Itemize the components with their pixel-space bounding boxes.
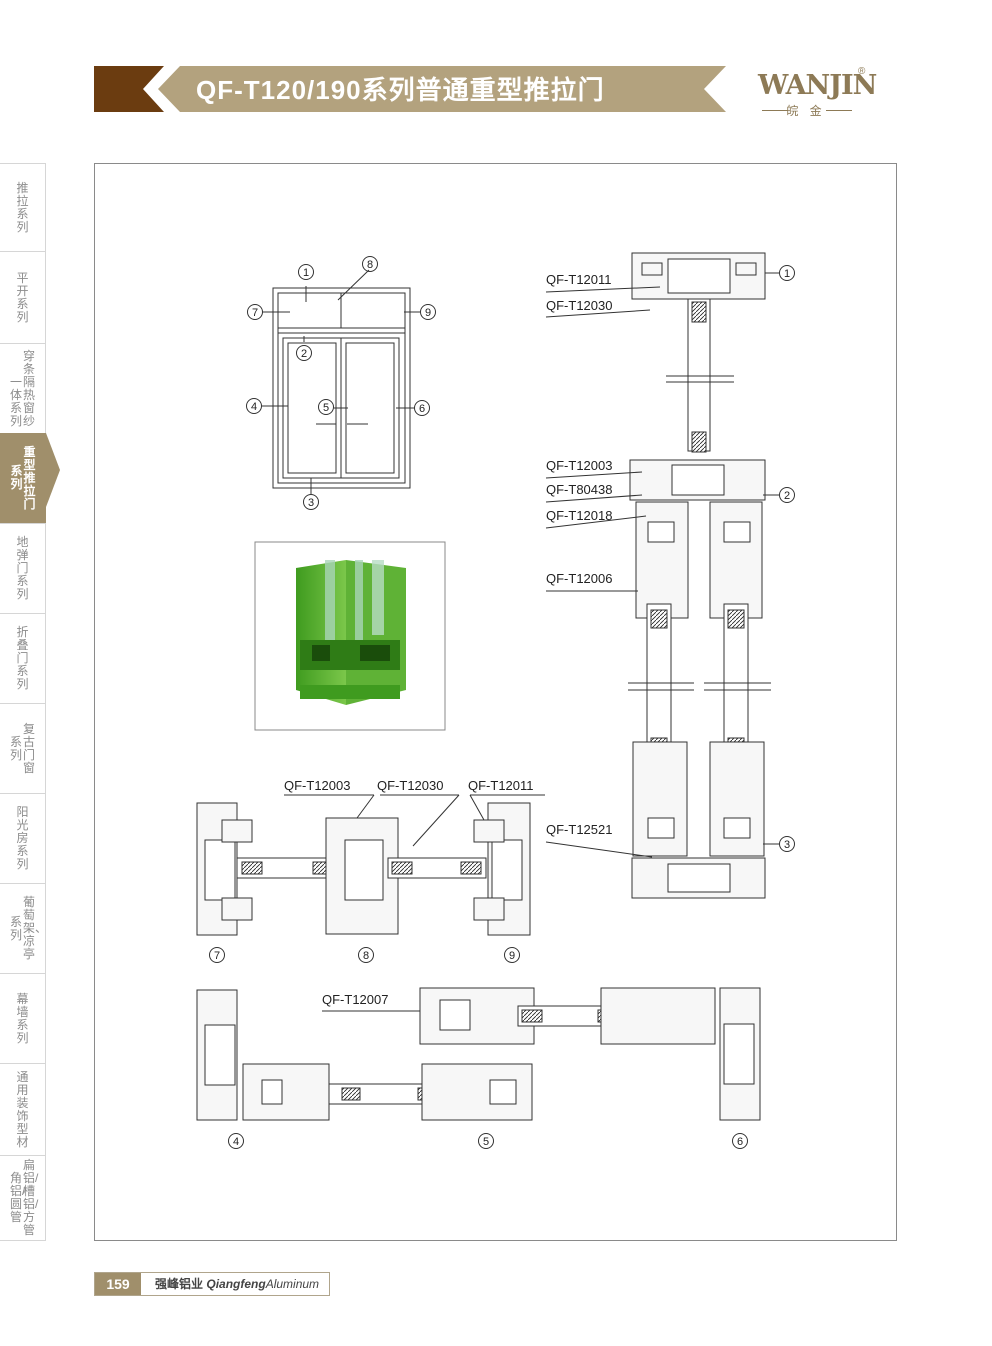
logo-rule-left [762, 110, 788, 111]
header-banner [158, 66, 726, 112]
nav-label: 平开系列 [16, 270, 29, 324]
profile-label: QF-T12018 [546, 508, 613, 523]
profile-label: QF-T12007 [322, 992, 389, 1007]
section-marker-5: 5 [478, 1133, 494, 1149]
nav-label: 系列 [10, 734, 23, 762]
nav-item-pergola[interactable]: 葡萄架、凉亭 系列 [0, 883, 47, 973]
profile-label: QF-T12011 [546, 272, 612, 287]
section-marker-9: 9 [504, 947, 520, 963]
nav-label: 阳光房系列 [16, 805, 29, 871]
profile-label: QF-T12003 [284, 778, 351, 793]
footer-brand: 强峰铝业 QiangfengAluminum [155, 1273, 319, 1295]
logo-wordmark: WANJIN [758, 70, 877, 101]
logo-chinese: 皖 金 [786, 104, 826, 118]
section-marker-2: 2 [779, 487, 795, 503]
horizontal-section-bottom [196, 987, 761, 1121]
section-marker-6: 6 [732, 1133, 748, 1149]
marker-1: 1 [298, 264, 314, 280]
section-marker-7: 7 [209, 947, 225, 963]
nav-label: 通用装饰型材 [16, 1069, 29, 1149]
section-marker-1: 1 [779, 265, 795, 281]
marker-5: 5 [318, 399, 334, 415]
nav-label: 扁铝/槽铝/方管 [23, 1158, 39, 1237]
profile-label: QF-T12521 [546, 822, 613, 837]
nav-item-flat-channel-tube[interactable]: 扁铝/槽铝/方管 角铝/圆管 [0, 1155, 46, 1241]
marker-3: 3 [303, 494, 319, 510]
marker-4: 4 [246, 398, 262, 414]
marker-9: 9 [420, 304, 436, 320]
nav-label: 复古门窗 [23, 721, 36, 775]
nav-item-sunroom[interactable]: 阳光房系列 [0, 793, 46, 883]
marker-6: 6 [414, 400, 430, 416]
nav-label: 地弹门系列 [16, 535, 29, 601]
nav-item-floor-spring-door[interactable]: 地弹门系列 [0, 523, 46, 613]
content-frame [94, 163, 897, 1241]
nav-active-arrow [46, 433, 60, 507]
marker-8: 8 [362, 256, 378, 272]
logo-registered-mark: ® [858, 66, 866, 77]
profile-3d-render [254, 541, 446, 731]
profile-label: QF-T12030 [377, 778, 444, 793]
nav-item-sliding[interactable]: 推拉系列 [0, 163, 46, 251]
profile-label: QF-T80438 [546, 482, 613, 497]
nav-item-curtain-wall[interactable]: 幕墙系列 [0, 973, 46, 1063]
nav-label: 重型推拉门 [23, 444, 36, 511]
page-title: QF-T120/190系列普通重型推拉门 [196, 75, 605, 105]
section-marker-8: 8 [358, 947, 374, 963]
nav-item-thermal-screen[interactable]: 穿条隔热窗纱 一体系列 [0, 343, 46, 433]
nav-label: 系列 [10, 464, 23, 491]
brand-chinese: 强峰铝业 [155, 1277, 204, 1291]
profile-label: QF-T12006 [546, 571, 613, 586]
nav-label: 角铝/圆管 [10, 1171, 26, 1224]
section-marker-4: 4 [228, 1133, 244, 1149]
section-marker-3: 3 [779, 836, 795, 852]
nav-item-casement[interactable]: 平开系列 [0, 251, 46, 343]
elevation-drawing [262, 269, 420, 494]
page-footer: 159 强峰铝业 QiangfengAluminum [94, 1272, 330, 1296]
page-number: 159 [95, 1273, 141, 1295]
nav-item-heavy-sliding-door[interactable]: 重型推拉门 系列 [0, 433, 46, 523]
brand-english-bold: Qiangfeng [206, 1277, 266, 1291]
marker-2: 2 [296, 345, 312, 361]
brand-english: Aluminum [265, 1277, 320, 1291]
profile-label: QF-T12011 [468, 778, 534, 793]
nav-item-decorative-profiles[interactable]: 通用装饰型材 [0, 1063, 46, 1155]
brand-logo: WANJIN ® 皖 金 [756, 66, 877, 120]
profile-label: QF-T12030 [546, 298, 613, 313]
profile-label: QF-T12003 [546, 458, 613, 473]
horizontal-section-top [196, 794, 545, 936]
nav-label: 幕墙系列 [16, 991, 29, 1045]
nav-item-folding-door[interactable]: 折叠门系列 [0, 613, 46, 703]
logo-rule-right [826, 110, 852, 111]
nav-item-retro-door-window[interactable]: 复古门窗 系列 [0, 703, 46, 793]
marker-7: 7 [247, 304, 263, 320]
vertical-section [545, 252, 779, 899]
nav-label: 推拉系列 [16, 180, 29, 234]
nav-label: 折叠门系列 [16, 625, 29, 691]
nav-label: 穿条隔热窗纱 [23, 348, 36, 428]
nav-label: 一体系列 [10, 374, 23, 428]
nav-label: 系列 [10, 914, 23, 942]
